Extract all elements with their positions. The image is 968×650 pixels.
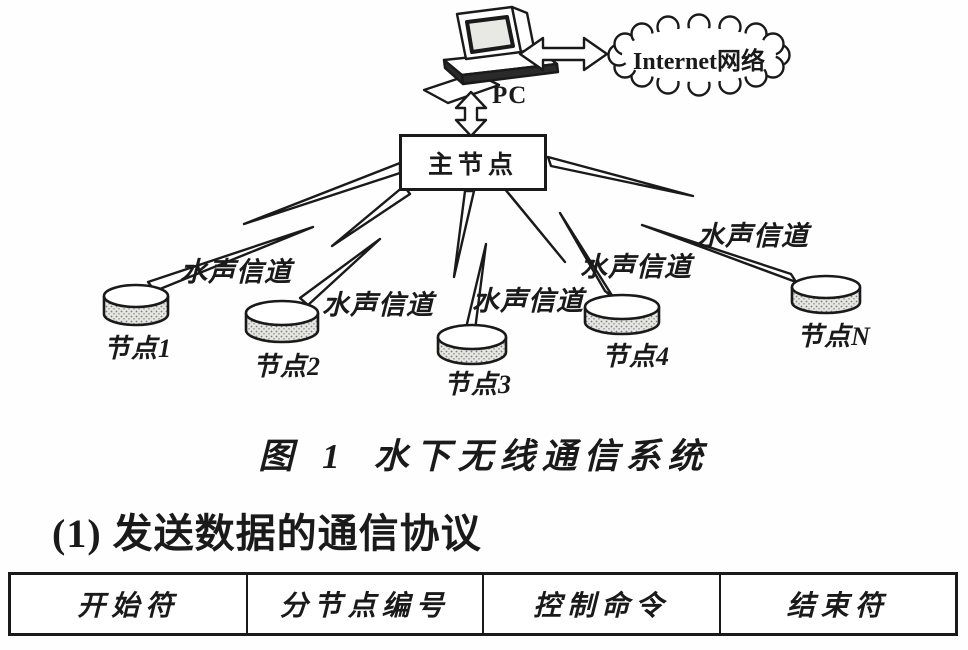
internet-cloud-label: Internet网络	[633, 49, 765, 75]
node-cylinder-N	[790, 274, 862, 315]
node-label-3: 节点3	[443, 370, 513, 399]
node-cylinder-3	[436, 323, 508, 366]
diagram-canvas	[102, 5, 862, 366]
section-heading: (1) 发送数据的通信协议	[52, 511, 482, 556]
node-cylinder-1	[102, 283, 170, 327]
protocol-table: 开始符 分节点编号 控制命令 结束符	[8, 572, 958, 636]
channel-label-1: 水声信道	[180, 257, 292, 287]
pc-icon	[422, 5, 560, 105]
node-label-1: 节点1	[103, 334, 173, 363]
acoustic-link-bolt-4	[502, 186, 615, 299]
figure-underwater-comm-system: PC Internet网络 主节点 水声信道 水声信道 水声信道 水声信道 水声…	[102, 5, 871, 399]
channel-label-5: 水声信道	[697, 221, 809, 251]
channel-label-2: 水声信道	[322, 290, 434, 320]
node-cylinder-4	[583, 293, 661, 336]
table-cell-control-command: 控制命令	[482, 575, 719, 633]
table-cell-end-symbol: 结束符	[718, 575, 956, 633]
pc-internet-arrow-icon	[518, 36, 609, 72]
node-cylinder-2	[244, 299, 320, 344]
channel-label-4: 水声信道	[580, 252, 692, 282]
pc-screen-shape	[465, 15, 515, 54]
acoustic-link-bolt-5	[546, 155, 798, 284]
node-label-4: 节点4	[601, 342, 671, 371]
table-cell-subnode-id: 分节点编号	[245, 575, 483, 633]
master-node-box: 主节点	[399, 134, 547, 191]
pc-case-left-shape	[442, 58, 465, 86]
channel-label-3: 水声信道	[472, 286, 584, 316]
pc-label: PC	[492, 82, 528, 109]
figure-caption-number: 图 1	[258, 437, 350, 476]
node-label-N: 节点N	[797, 322, 871, 351]
internet-cloud	[607, 13, 791, 97]
node-label-2: 节点2	[252, 352, 322, 381]
figure-caption-title: 水下无线通信系统	[373, 437, 710, 476]
table-cell-start-symbol: 开始符	[77, 591, 180, 622]
master-node-label: 主节点	[427, 151, 518, 179]
figure-caption: 图 1 水下无线通信系统	[0, 428, 968, 479]
